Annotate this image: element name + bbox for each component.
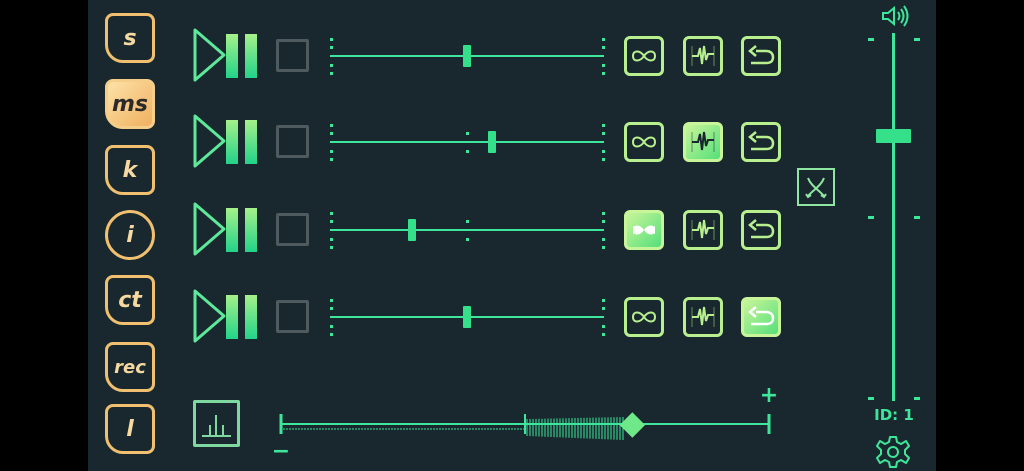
- track-slider-thumb[interactable]: [463, 45, 471, 67]
- sidebar-button-ms[interactable]: ms: [105, 79, 155, 129]
- play-icon: [193, 202, 226, 256]
- track-slider-thumb[interactable]: [408, 219, 417, 241]
- play-pause-button[interactable]: [193, 202, 259, 256]
- waveform-button[interactable]: [683, 210, 723, 250]
- pause-icon: [226, 34, 259, 78]
- infinity-icon: [633, 225, 655, 235]
- sidebar-button-label: k: [122, 157, 138, 183]
- sidebar-button-label: ct: [118, 287, 142, 313]
- sidebar-button-label: l: [126, 416, 134, 442]
- plus-label: +: [760, 384, 778, 408]
- sidebar-button-ct[interactable]: ct: [105, 275, 155, 325]
- crossfade-button[interactable]: [797, 168, 835, 206]
- return-button[interactable]: [741, 297, 781, 337]
- pause-icon: [226, 295, 259, 339]
- return-arrow-icon: [748, 306, 775, 326]
- track-slider[interactable]: [326, 36, 608, 76]
- waveform-button[interactable]: [683, 36, 723, 76]
- mode-icon: [202, 415, 231, 437]
- track-checkbox[interactable]: [276, 125, 309, 158]
- loop-button[interactable]: [624, 36, 664, 76]
- track-slider[interactable]: [326, 297, 608, 337]
- pause-icon: [226, 120, 259, 164]
- track-slider-thumb[interactable]: [463, 306, 471, 328]
- return-button[interactable]: [741, 210, 781, 250]
- slider-ticks: [283, 417, 624, 440]
- play-icon: [193, 114, 226, 168]
- play-icon: [193, 289, 226, 343]
- waveform-icon: [691, 219, 715, 240]
- sidebar-button-k[interactable]: k: [105, 145, 155, 195]
- return-button[interactable]: [741, 122, 781, 162]
- loop-button[interactable]: [624, 122, 664, 162]
- track-slider[interactable]: [326, 122, 608, 162]
- waveform-icon: [691, 131, 715, 152]
- sidebar-button-label: s: [123, 25, 137, 51]
- pause-icon: [226, 208, 259, 252]
- infinity-icon: [631, 311, 657, 323]
- device-id-label: ID: 1: [874, 406, 914, 424]
- volume-slider-thumb[interactable]: [876, 129, 911, 143]
- minus-label: −: [272, 439, 290, 456]
- waveform-button[interactable]: [683, 297, 723, 337]
- play-pause-button[interactable]: [193, 28, 259, 82]
- sidebar-button-l[interactable]: l: [105, 404, 155, 454]
- sidebar-button-s[interactable]: s: [105, 13, 155, 63]
- sidebar-button-label: ms: [111, 91, 149, 117]
- track-checkbox[interactable]: [276, 213, 309, 246]
- track-slider-thumb[interactable]: [487, 131, 496, 153]
- sidebar-button-label: rec: [114, 356, 146, 378]
- volume-slider[interactable]: [868, 33, 920, 405]
- track-checkbox[interactable]: [276, 300, 309, 333]
- crossed-arrows-icon: [805, 177, 827, 199]
- play-pause-button[interactable]: [193, 289, 259, 343]
- sidebar-button-rec[interactable]: rec: [105, 342, 155, 392]
- master-slider-thumb[interactable]: [619, 412, 646, 438]
- mode-button[interactable]: [193, 400, 240, 447]
- waveform-icon: [691, 45, 715, 66]
- sidebar-button-label: i: [126, 222, 134, 248]
- return-arrow-icon: [748, 131, 775, 151]
- infinity-icon: [631, 50, 657, 62]
- track-slider[interactable]: [326, 210, 608, 250]
- return-arrow-icon: [748, 219, 775, 239]
- waveform-icon: [691, 306, 715, 327]
- speaker-icon[interactable]: [880, 4, 910, 28]
- track-checkbox[interactable]: [276, 39, 309, 72]
- sidebar-button-i[interactable]: i: [105, 210, 155, 260]
- play-pause-button[interactable]: [193, 114, 259, 168]
- loop-button[interactable]: [624, 297, 664, 337]
- master-slider[interactable]: + −: [270, 384, 790, 456]
- gear-icon[interactable]: [875, 434, 911, 470]
- return-button[interactable]: [741, 36, 781, 76]
- return-arrow-icon: [748, 45, 775, 65]
- loop-button[interactable]: [624, 210, 664, 250]
- infinity-icon: [631, 136, 657, 148]
- play-icon: [193, 28, 226, 82]
- waveform-button[interactable]: [683, 122, 723, 162]
